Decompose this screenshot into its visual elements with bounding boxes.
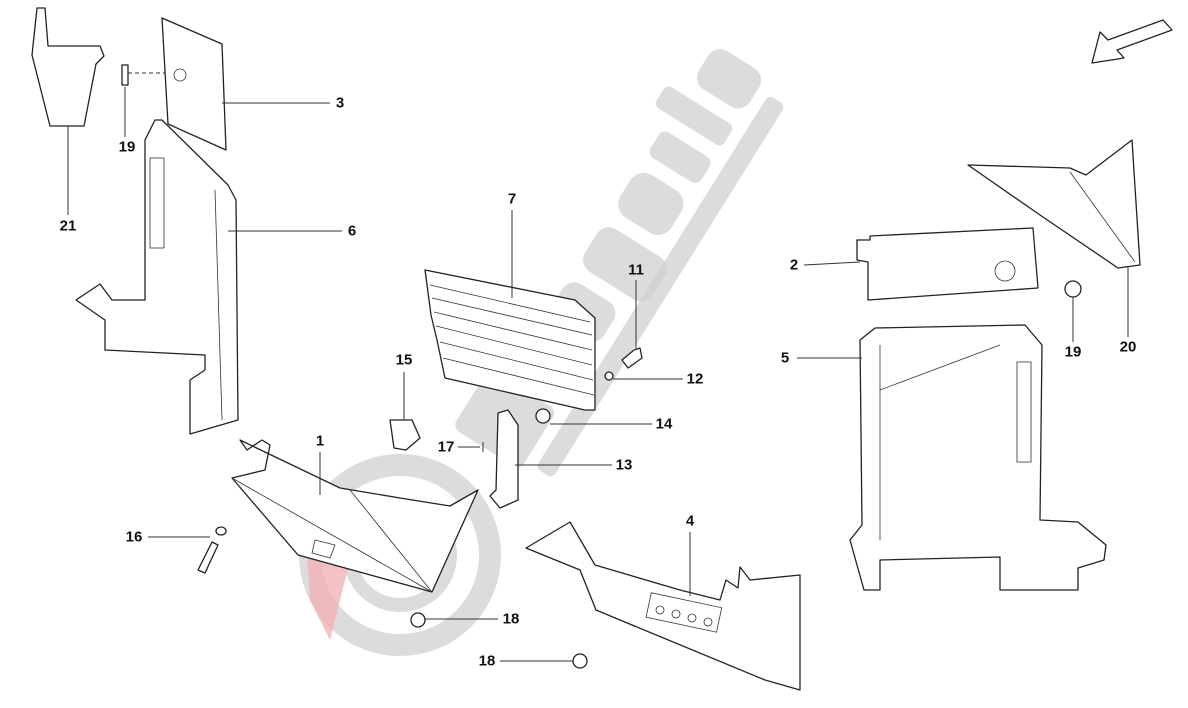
part-15 bbox=[389, 419, 421, 451]
part-12-nut bbox=[604, 371, 614, 381]
part-3 bbox=[161, 17, 227, 151]
part-5 bbox=[849, 324, 1107, 591]
part-13 bbox=[489, 409, 519, 509]
callout-17[interactable]: 17 bbox=[437, 438, 455, 456]
callout-6[interactable]: 6 bbox=[347, 222, 357, 240]
part-1 bbox=[231, 439, 479, 593]
part-2 bbox=[856, 227, 1039, 301]
part-19-clip bbox=[121, 64, 129, 86]
callout-21[interactable]: 21 bbox=[59, 217, 77, 235]
part-7 bbox=[424, 269, 596, 411]
callout-5[interactable]: 5 bbox=[780, 349, 790, 367]
callout-19[interactable]: 19 bbox=[1064, 343, 1082, 361]
part-14-mount bbox=[535, 408, 551, 424]
callout-13[interactable]: 13 bbox=[615, 456, 633, 474]
part-19-clip bbox=[1064, 280, 1082, 298]
watermark-logo bbox=[299, 49, 784, 656]
callout-16[interactable]: 16 bbox=[125, 528, 143, 546]
callout-12[interactable]: 12 bbox=[686, 370, 704, 388]
leader-lines bbox=[67, 87, 1129, 662]
callout-2[interactable]: 2 bbox=[789, 256, 799, 274]
part-16-rivet bbox=[197, 541, 219, 574]
callout-4[interactable]: 4 bbox=[685, 512, 695, 530]
callout-18[interactable]: 18 bbox=[478, 652, 496, 670]
callout-1[interactable]: 1 bbox=[315, 432, 325, 450]
callout-18[interactable]: 18 bbox=[502, 610, 520, 628]
callout-3[interactable]: 3 bbox=[335, 94, 345, 112]
part-6 bbox=[75, 119, 239, 435]
direction-arrow-icon bbox=[1091, 19, 1173, 64]
part-18-grommet bbox=[572, 653, 588, 669]
callout-20[interactable]: 20 bbox=[1119, 338, 1137, 356]
callout-7[interactable]: 7 bbox=[507, 190, 517, 208]
callout-19[interactable]: 19 bbox=[118, 138, 136, 156]
part-20 bbox=[967, 139, 1141, 269]
part-18-grommet bbox=[410, 612, 426, 628]
callout-14[interactable]: 14 bbox=[655, 415, 673, 433]
part-11-bolt bbox=[621, 347, 643, 369]
part-21 bbox=[31, 7, 105, 127]
callout-11[interactable]: 11 bbox=[628, 261, 644, 279]
callout-15[interactable]: 15 bbox=[395, 351, 413, 369]
part-4 bbox=[525, 521, 801, 691]
